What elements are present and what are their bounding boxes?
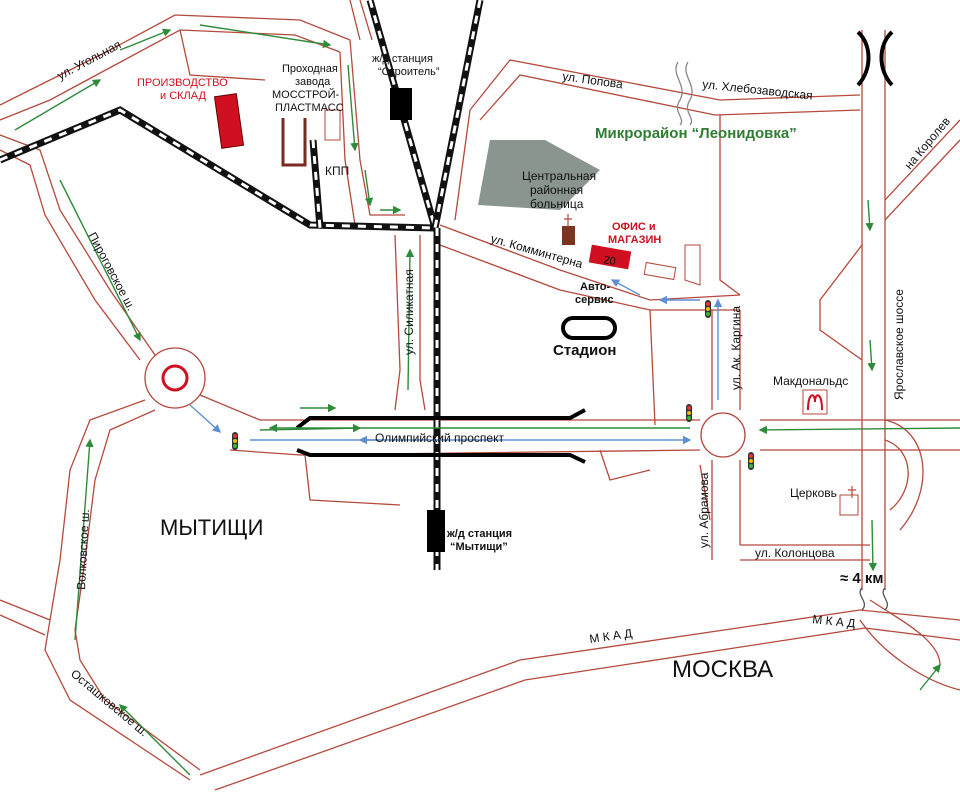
label-mytishchi: МЫТИЩИ bbox=[160, 515, 264, 540]
label-volkovskoe: Волковское ш. bbox=[74, 509, 92, 590]
direction-arrows bbox=[14, 24, 960, 776]
church-cross-icon bbox=[848, 486, 856, 498]
church-building bbox=[839, 494, 859, 516]
checkpoint-building bbox=[281, 118, 307, 167]
hospital-annex bbox=[562, 226, 575, 245]
label-silikatnaya: ул. Силикатная bbox=[402, 269, 416, 355]
label-mkad-1: М К А Д bbox=[588, 626, 633, 646]
label-stadium: Стадион bbox=[553, 342, 617, 359]
label-kargina: ул. Ак. Каргина bbox=[729, 306, 743, 390]
label-microdistrict: Микрорайон “Леонидовка” bbox=[595, 125, 797, 142]
label-ostashkovskoe: Осташковское ш. bbox=[68, 667, 151, 740]
mcdonalds-icon bbox=[802, 389, 828, 415]
highway-end-left bbox=[856, 30, 871, 87]
label-distance: ≈ 4 км bbox=[840, 570, 884, 587]
office-building bbox=[588, 244, 632, 270]
highway-end-right bbox=[879, 30, 894, 87]
production-building bbox=[213, 93, 245, 149]
factory-building bbox=[324, 109, 341, 141]
label-kolontsova: ул. Колонцова bbox=[755, 546, 835, 560]
traffic-light-1 bbox=[232, 432, 238, 450]
olimpiysky-overpass bbox=[295, 408, 586, 464]
building-3 bbox=[684, 244, 701, 286]
label-autoservice: Авто-сервис bbox=[575, 281, 614, 306]
label-mcdonalds: Макдональдс bbox=[773, 374, 848, 388]
label-building-number: 20 bbox=[602, 254, 616, 268]
label-ugolnaya: ул. Угольная bbox=[55, 37, 123, 82]
station-stroitel-platform bbox=[390, 88, 412, 120]
hospital-cross-icon bbox=[564, 214, 572, 226]
roundabout-icon bbox=[161, 364, 189, 392]
station-mytishchi-platform bbox=[427, 510, 445, 552]
building-2 bbox=[643, 261, 677, 281]
label-olimpiysky: Олимпийский проспект bbox=[375, 431, 504, 445]
label-pirogovskoe: Пироговское ш. bbox=[85, 230, 138, 313]
label-na-korolev: на Королев bbox=[902, 114, 954, 172]
label-moscow: МОСКВА bbox=[672, 656, 773, 683]
traffic-light-3 bbox=[748, 452, 754, 470]
traffic-light-2 bbox=[686, 404, 692, 422]
label-mkad-2: М К А Д bbox=[812, 612, 856, 630]
label-station-mytishchi: ж/д станция“Мытищи” bbox=[446, 528, 512, 553]
mcdonalds-m bbox=[807, 394, 823, 411]
label-kpp: КПП bbox=[325, 164, 349, 178]
hospital-building bbox=[478, 140, 600, 210]
label-popova: ул. Попова bbox=[562, 69, 624, 91]
label-yaroslavskoe: Ярославское шоссе bbox=[892, 289, 906, 400]
road-break-marks bbox=[675, 61, 889, 611]
traffic-light-4 bbox=[705, 300, 711, 318]
label-abramova: ул. Абрамова bbox=[697, 472, 711, 548]
label-station-stroitel: ж/д станция“Строитель” bbox=[372, 53, 440, 78]
stadium-track bbox=[561, 316, 617, 340]
label-church: Церковь bbox=[790, 486, 837, 500]
